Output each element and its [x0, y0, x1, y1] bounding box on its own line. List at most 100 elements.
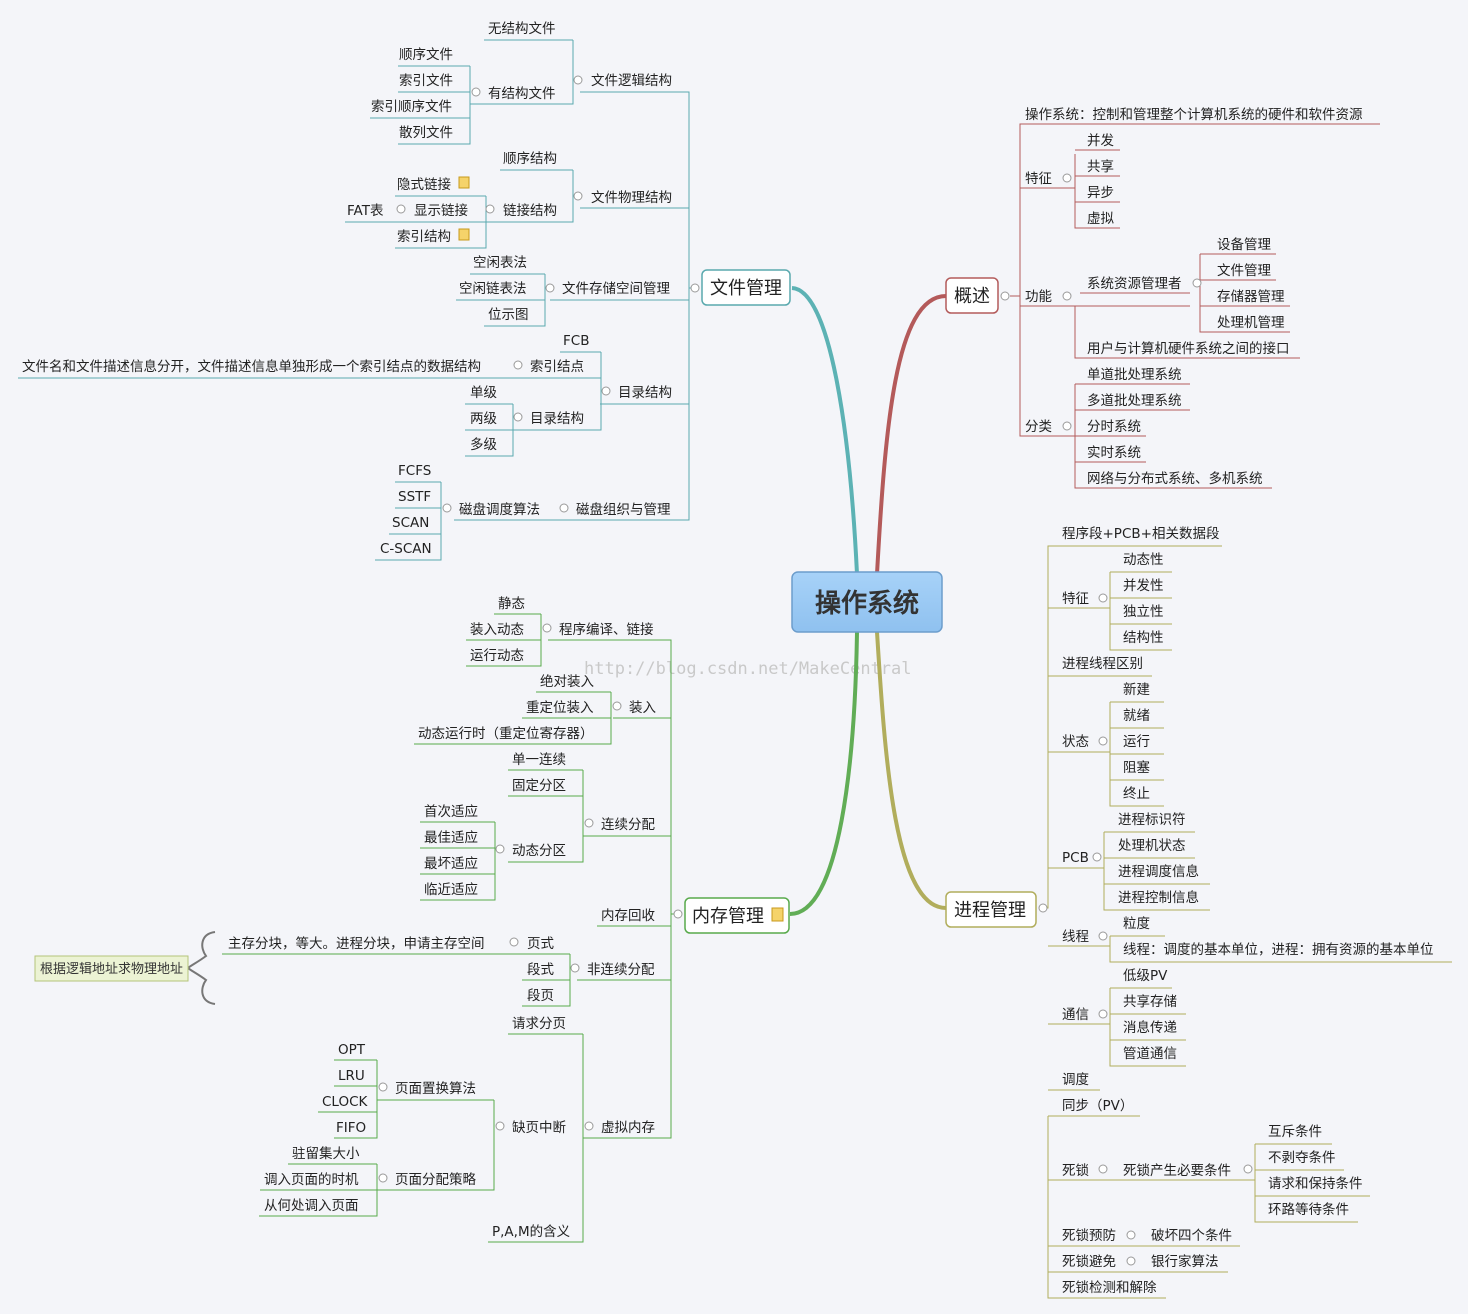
feature-item: 并发: [1087, 133, 1115, 149]
overview-definition: 操作系统：控制和管理整个计算机系统的硬件和软件资源: [1025, 107, 1363, 123]
compile-item: 装入动态: [470, 622, 524, 638]
pcb-item: 处理机状态: [1118, 838, 1186, 854]
fit-item: 最佳适应: [424, 829, 478, 846]
thread-item: 线程：调度的基本单位，进程：拥有资源的基本单位: [1123, 941, 1434, 958]
unstructured-label: 无结构文件: [488, 21, 556, 37]
dir-item: 单级: [470, 385, 497, 401]
memory-node[interactable]: [684, 897, 790, 934]
function-item: 存储器管理: [1217, 289, 1285, 305]
segment-label: 段式: [527, 962, 555, 978]
pcb-item: 进程控制信息: [1118, 889, 1199, 906]
overview-features-label: 特征: [1025, 171, 1052, 187]
paging-label: 页式: [527, 936, 555, 952]
summary-note[interactable]: [34, 955, 189, 982]
class-item: 实时系统: [1087, 445, 1141, 461]
fixed-partition: 固定分区: [512, 778, 566, 794]
root-node[interactable]: 操作系统: [791, 571, 943, 633]
process-node[interactable]: [945, 891, 1037, 928]
alloc-item: 驻留集大小: [292, 1146, 360, 1162]
pcb-label: PCB: [1062, 850, 1089, 866]
pcb-item: 进程调度信息: [1118, 863, 1199, 880]
compile-label: 程序编译、链接: [559, 621, 654, 638]
deadlock-prevent: 死锁预防: [1062, 1228, 1116, 1244]
process-composition: 程序段+PCB+相关数据段: [1062, 526, 1219, 542]
page-fault-label: 缺页中断: [512, 1120, 566, 1136]
indexed-structure: 索引结构: [397, 229, 451, 245]
compile-item: 静态: [498, 596, 525, 612]
summary-note-label: 根据逻辑地址求物理地址: [40, 962, 183, 977]
root-label: 操作系统: [815, 588, 919, 619]
process-features-label: 特征: [1062, 591, 1089, 607]
space-item: 空闲表法: [473, 255, 527, 271]
demand-paging: 请求分页: [512, 1016, 566, 1032]
implicit-link: 隐式链接: [397, 176, 451, 193]
structured-item: 顺序文件: [399, 47, 453, 63]
scheduling-label: 调度: [1062, 1072, 1089, 1088]
state-item: 就绪: [1123, 708, 1150, 724]
overview-node[interactable]: [945, 277, 999, 314]
linked-label: 链接结构: [503, 202, 557, 219]
compile-item: 运行动态: [470, 648, 524, 664]
deadlock-cond: 不剥夺条件: [1268, 1149, 1336, 1166]
note-icon[interactable]: [458, 176, 470, 189]
classification-label: 分类: [1025, 419, 1052, 435]
process-feature: 结构性: [1123, 630, 1164, 646]
disk-algo: FCFS: [398, 463, 431, 479]
overview-label: 概述: [954, 286, 990, 307]
feature-item: 虚拟: [1087, 211, 1115, 227]
interface-label: 用户与计算机硬件系统之间的接口: [1087, 340, 1290, 357]
process-states-label: 状态: [1062, 734, 1089, 750]
pcb-item: 进程标识符: [1118, 812, 1186, 828]
function-item: 文件管理: [1217, 263, 1271, 279]
overview-nodes: 概述 操作系统：控制和管理整个计算机系统的硬件和软件资源 特征 并发 共享 异步…: [945, 107, 1363, 487]
class-item: 多道批处理系统: [1087, 392, 1182, 409]
deadlock-avoid-child: 银行家算法: [1151, 1253, 1219, 1270]
feature-item: 共享: [1087, 158, 1114, 175]
single-contiguous: 单一连续: [512, 752, 566, 768]
feature-item: 异步: [1087, 185, 1114, 201]
file-node[interactable]: [701, 269, 791, 306]
index-node-desc: 文件名和文件描述信息分开，文件描述信息单独形成一个索引结点的数据结构: [22, 358, 481, 375]
explicit-link: 显示链接: [414, 202, 468, 219]
comm-item: 消息传递: [1123, 1019, 1177, 1036]
disk-algo: SCAN: [392, 515, 429, 531]
physical-label: 文件物理结构: [591, 190, 672, 206]
fit-item: 临近适应: [424, 881, 478, 898]
deadlock-avoid: 死锁避免: [1062, 1254, 1116, 1270]
note-icon[interactable]: [458, 228, 470, 241]
class-item: 网络与分布式系统、多机系统: [1087, 470, 1263, 487]
replace-algo: FIFO: [336, 1120, 366, 1136]
process-nodes: 进程管理 程序段+PCB+相关数据段 特征 动态性 并发性 独立性 结构性 进程…: [945, 526, 1434, 1296]
dir-item: 多级: [470, 436, 497, 453]
pam-meaning: P,A,M的含义: [492, 1224, 570, 1240]
contiguous-label: 连续分配: [601, 817, 655, 833]
space-label: 文件存储空间管理: [562, 281, 670, 297]
replace-algo: OPT: [338, 1042, 366, 1058]
process-feature: 动态性: [1123, 552, 1164, 568]
state-item: 新建: [1123, 682, 1150, 698]
virtual-label: 虚拟内存: [601, 1120, 655, 1136]
structured-item: 索引文件: [399, 73, 453, 89]
process-difference: 进程线程区别: [1062, 656, 1143, 672]
dir-structure-label: 目录结构: [530, 411, 584, 427]
file-label: 文件管理: [710, 278, 782, 299]
watermark: http://blog.csdn.net/MakeCentral: [584, 659, 912, 679]
note-icon[interactable]: [771, 907, 784, 922]
resource-manager-label: 系统资源管理者: [1087, 276, 1182, 292]
loading-item: 绝对装入: [540, 674, 594, 690]
process-feature: 独立性: [1123, 604, 1164, 620]
dir-item: 两级: [470, 411, 497, 427]
comm-item: 共享存储: [1123, 993, 1177, 1010]
deadlock-cond: 请求和保持条件: [1268, 1175, 1363, 1192]
thread-label: 线程: [1062, 929, 1089, 945]
state-item: 终止: [1123, 786, 1150, 802]
space-item: 位示图: [488, 307, 529, 323]
disk-algo: SSTF: [398, 489, 431, 505]
class-item: 单道批处理系统: [1087, 367, 1182, 383]
deadlock-prevent-child: 破坏四个条件: [1151, 1227, 1232, 1244]
function-item: 设备管理: [1217, 236, 1271, 253]
class-item: 分时系统: [1087, 419, 1141, 435]
memory-branch: [222, 613, 681, 1243]
structured-item: 索引顺序文件: [371, 99, 452, 115]
